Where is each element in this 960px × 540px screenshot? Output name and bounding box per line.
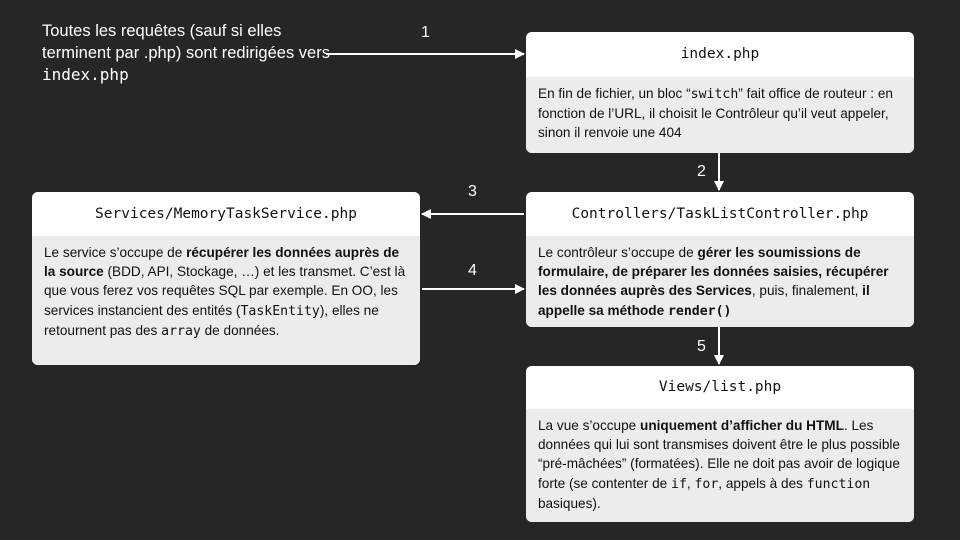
view-bold-1: uniquement d’afficher du HTML [640,418,844,433]
intro-text: Toutes les requêtes (sauf si elles termi… [42,20,342,86]
controller-text-2: , puis, finalement, [751,283,863,299]
controller-box-description: Le contrôleur s’occupe de gérer les soum… [526,236,914,327]
view-box-title: Views/list.php [526,366,914,409]
service-bold-1: récupérer les données auprès de la sourc… [44,245,400,280]
view-text-3: , [686,475,695,491]
controller-bold-2: il appelle sa méthode [538,283,870,318]
index-box-title: index.php [526,32,914,77]
controller-box: Controllers/TaskListController.php Le co… [526,192,914,327]
controller-box-title: Controllers/TaskListController.php [526,192,914,236]
controller-code-render: render() [667,303,732,319]
controller-bold-1: gérer les soumissions de formulaire, de … [538,245,889,299]
index-box-description: En fin de fichier, un bloc “switch” fait… [526,77,914,153]
index-text-1: En fin de fichier, un bloc “ [538,86,691,101]
view-text-5: basiques). [538,495,601,511]
index-text-2: ” fait office de routeur : en fonction d… [538,86,893,141]
view-box: Views/list.php La vue s’occupe uniquemen… [526,366,914,522]
step-5-label: 5 [697,338,706,355]
service-box-title: Services/MemoryTaskService.php [32,192,420,236]
view-text-1: La vue s’occupe [538,418,641,433]
service-text-3: ), elles ne retournent pas des [44,302,379,338]
intro-code: index.php [42,65,129,84]
service-text-1: Le service s’occupe de [44,245,187,260]
view-text-2: . Les données qui lui sont transmises do… [538,418,900,491]
step-4-label: 4 [468,262,477,279]
index-code-switch: switch [690,87,739,102]
service-box-description: Le service s’occupe de récupérer les don… [32,236,420,365]
view-code-function: function [806,476,871,492]
controller-text-1: Le contrôleur s’occupe de [538,245,698,260]
view-box-description: La vue s’occupe uniquement d’afficher du… [526,409,914,522]
view-code-if: if [671,476,687,492]
service-box: Services/MemoryTaskService.php Le servic… [32,192,420,365]
step-2-label: 2 [697,163,706,180]
index-box: index.php En fin de fichier, un bloc “sw… [526,32,914,153]
view-text-4: , appels à des [718,475,807,491]
step-3-label: 3 [468,183,477,200]
step-1-label: 1 [421,24,430,41]
service-code-taskentity: TaskEntity [240,303,320,319]
service-text-4: de données. [200,322,280,338]
intro-line: Toutes les requêtes (sauf si elles termi… [42,22,330,62]
view-code-for: for [694,476,719,492]
service-text-2: (BDD, API, Stockage, …) et les transmet.… [44,264,406,318]
service-code-array: array [161,323,201,339]
